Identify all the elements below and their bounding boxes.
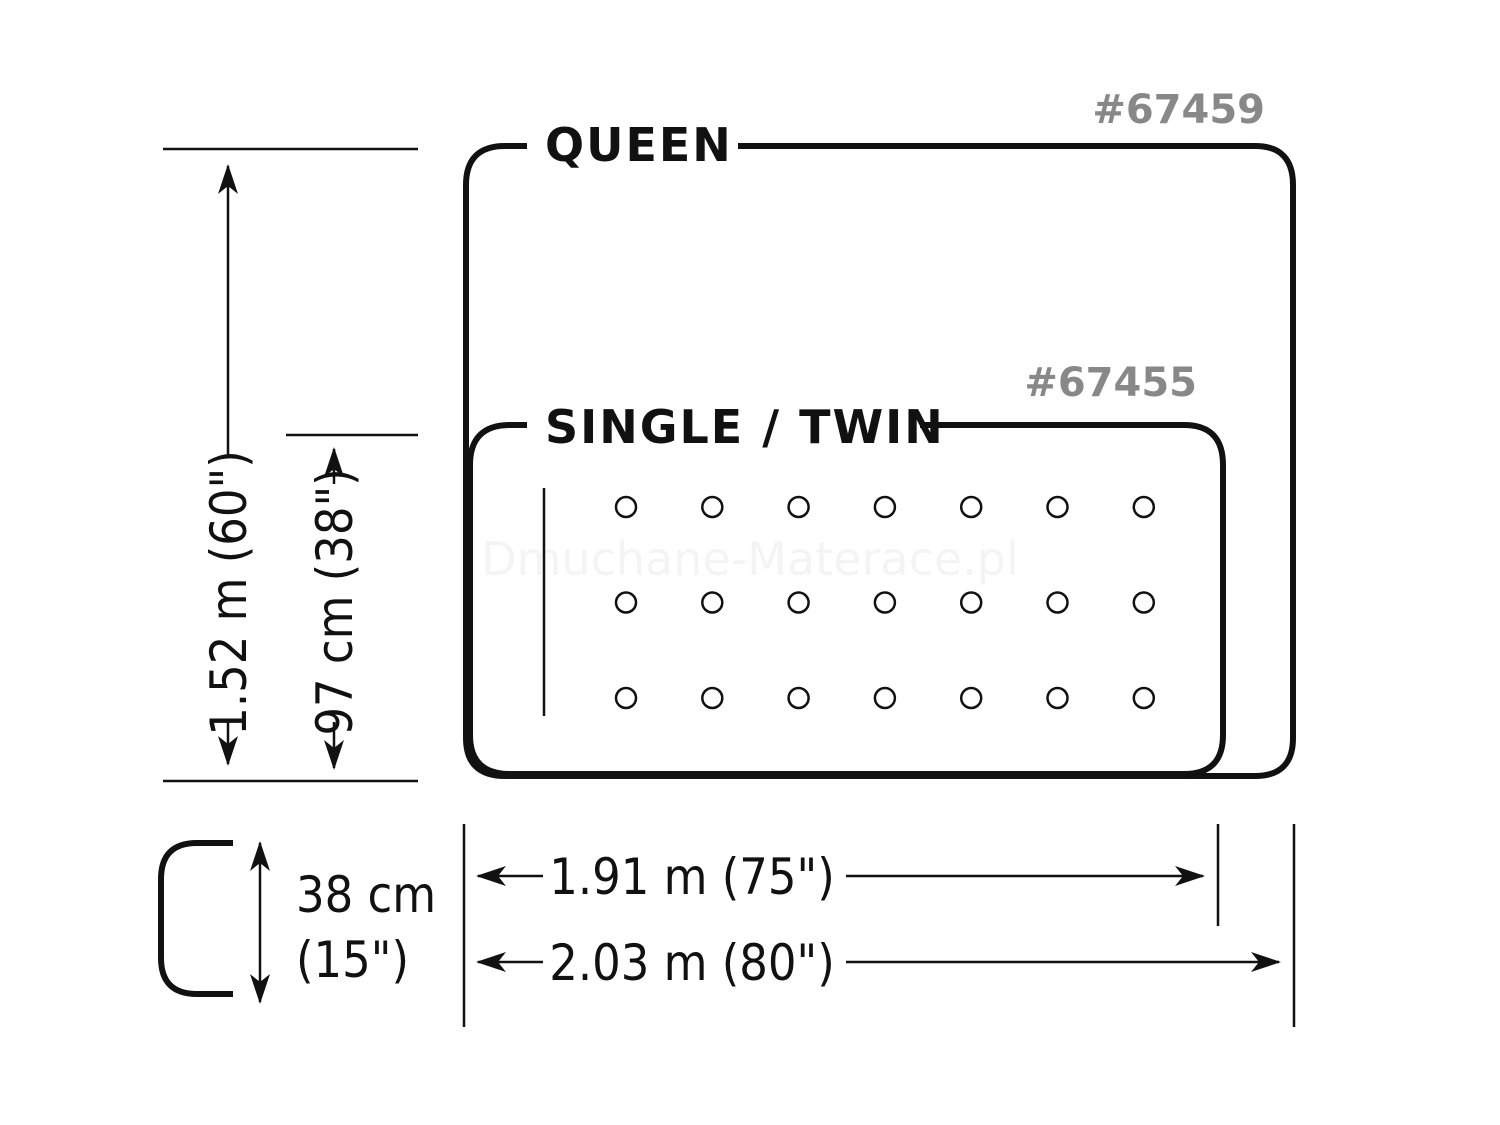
coil-dot [787, 495, 810, 519]
single-twin-code-label: #67455 [1024, 360, 1197, 406]
coil-dot [873, 686, 897, 710]
queen-outline [463, 143, 1296, 779]
height-label-imperial: (15") [296, 931, 409, 989]
queen-width-label: 1.52 m (60") [200, 450, 258, 736]
single-twin-outline [467, 422, 1226, 777]
coil-dot [701, 495, 724, 519]
height-label-metric: 38 cm [296, 866, 436, 924]
watermark: Dmuchane-Materace.pl [481, 532, 1019, 586]
coil-dot [1132, 686, 1156, 710]
coil-dot [701, 686, 724, 710]
coil-dot [959, 686, 983, 710]
coil-dot [787, 686, 810, 710]
coil-dot [873, 591, 897, 614]
coil-dot [959, 591, 983, 614]
coil-dot [1132, 591, 1156, 614]
coil-dot [1046, 495, 1069, 519]
coil-dot [873, 495, 897, 519]
coil-dot [614, 495, 638, 519]
coil-dot [959, 495, 983, 519]
queen-code-label: #67459 [1092, 87, 1265, 133]
single-length-label: 1.91 m (75") [549, 848, 835, 906]
height-profile-bracket [158, 840, 233, 997]
queen-length-label: 2.03 m (80") [549, 934, 835, 992]
queen-label: QUEEN [545, 118, 733, 172]
coil-dot [614, 686, 638, 710]
coil-dot [614, 591, 638, 614]
coil-dot [787, 591, 810, 614]
coil-dot-grid [614, 495, 1156, 710]
single-width-label: 97 cm (38") [306, 468, 364, 735]
coil-dot [1046, 686, 1069, 710]
coil-dot [1132, 495, 1156, 519]
coil-dot [701, 591, 724, 614]
single-twin-label: SINGLE / TWIN [545, 400, 945, 454]
coil-dot [1046, 591, 1069, 614]
